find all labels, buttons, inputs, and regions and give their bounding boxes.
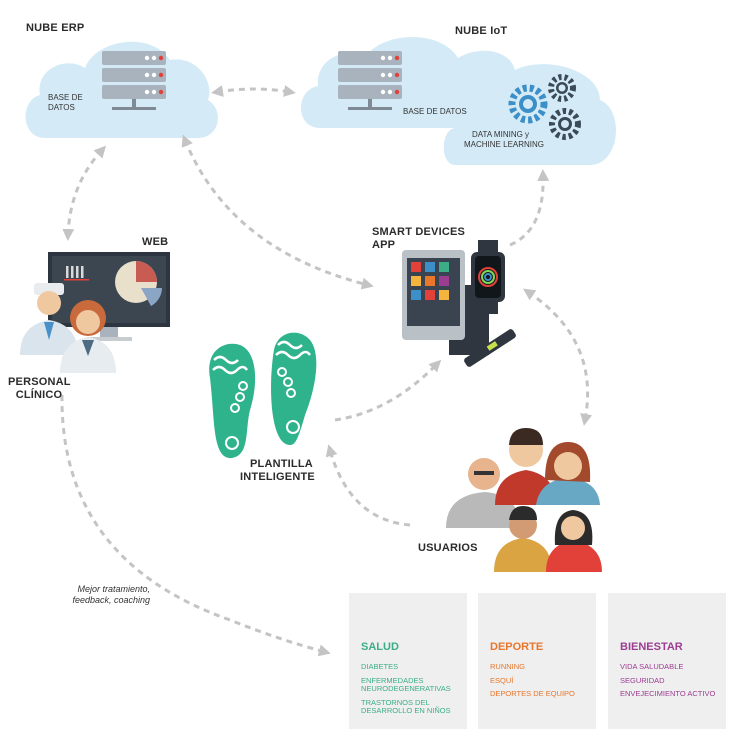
iot-server-icon: [338, 51, 402, 110]
smart-line1: SMART DEVICES: [372, 226, 466, 238]
personal-line1: PERSONAL: [8, 376, 71, 388]
card-deporte: DEPORTE RUNNING ESQUÍ DEPORTES DE EQUIPO: [478, 593, 596, 729]
iot-cloud: [300, 36, 617, 165]
users-icon: [446, 428, 602, 572]
erp-server-icon: [102, 51, 166, 110]
card-salud-title: SALUD: [361, 641, 399, 653]
data-mining-line1: DATA MINING y: [472, 130, 530, 139]
data-mining-label: DATA MINING y MACHINE LEARNING: [464, 130, 544, 150]
benefit-note: Mejor tratamiento, feedback, coaching: [40, 584, 150, 606]
smart-insole-icon: [209, 332, 317, 459]
card-deporte-list: RUNNING ESQUÍ DEPORTES DE EQUIPO: [490, 662, 590, 704]
list-item: VIDA SALUDABLE: [620, 662, 684, 671]
smart-devices-label: SMART DEVICES APP: [372, 226, 465, 252]
monitor-icon: [48, 252, 170, 341]
iot-cloud-title: NUBE IoT: [455, 25, 508, 37]
insole-label: PLANTILLA INTELIGENTE: [240, 458, 315, 484]
card-bienestar-title: BIENESTAR: [620, 641, 683, 653]
list-item: ENVEJECIMIENTO ACTIVO: [620, 689, 716, 698]
web-label: WEB: [142, 236, 169, 248]
personal-clinico-label: PERSONAL CLÍNICO: [8, 376, 71, 402]
doctors-icon: [20, 283, 116, 373]
card-salud: SALUD DIABETES ENFERMEDADES NEURODEGENER…: [349, 593, 467, 729]
list-item: RUNNING: [490, 662, 525, 671]
insole-line2: INTELIGENTE: [240, 471, 315, 483]
benefit-note-line1: Mejor tratamiento,: [77, 584, 150, 594]
card-salud-list: DIABETES ENFERMEDADES NEURODEGENERATIVAS…: [361, 662, 461, 721]
benefit-note-line2: feedback, coaching: [72, 595, 150, 605]
card-bienestar: BIENESTAR VIDA SALUDABLE SEGURIDAD ENVEJ…: [608, 593, 726, 729]
list-item: TRASTORNOS DEL DESARROLLO EN NIÑOS: [361, 697, 451, 715]
erp-db-label-line2: DATOS: [48, 103, 75, 112]
erp-cloud: [25, 41, 218, 139]
card-deporte-title: DEPORTE: [490, 641, 544, 653]
smart-line2: APP: [372, 239, 396, 251]
iot-db-label: BASE DE DATOS: [403, 107, 467, 116]
connection-arrows: [60, 85, 593, 657]
list-item: ESQUÍ: [490, 675, 514, 685]
personal-line2: CLÍNICO: [15, 389, 63, 401]
smart-devices-icon: [402, 240, 516, 367]
list-item: DIABETES: [361, 662, 399, 671]
list-item: DEPORTES DE EQUIPO: [490, 689, 575, 698]
erp-db-label: BASE DE DATOS: [48, 93, 83, 113]
list-item: ENFERMEDADES NEURODEGENERATIVAS: [361, 675, 451, 693]
erp-cloud-title: NUBE ERP: [26, 22, 85, 34]
data-mining-line2: MACHINE LEARNING: [464, 140, 545, 149]
card-bienestar-list: VIDA SALUDABLE SEGURIDAD ENVEJECIMIENTO …: [620, 662, 720, 704]
insole-line1: PLANTILLA: [250, 458, 313, 470]
list-item: SEGURIDAD: [620, 675, 665, 685]
users-label: USUARIOS: [418, 542, 478, 554]
erp-db-label-line1: BASE DE: [48, 93, 83, 102]
gears-icon: [508, 74, 581, 140]
